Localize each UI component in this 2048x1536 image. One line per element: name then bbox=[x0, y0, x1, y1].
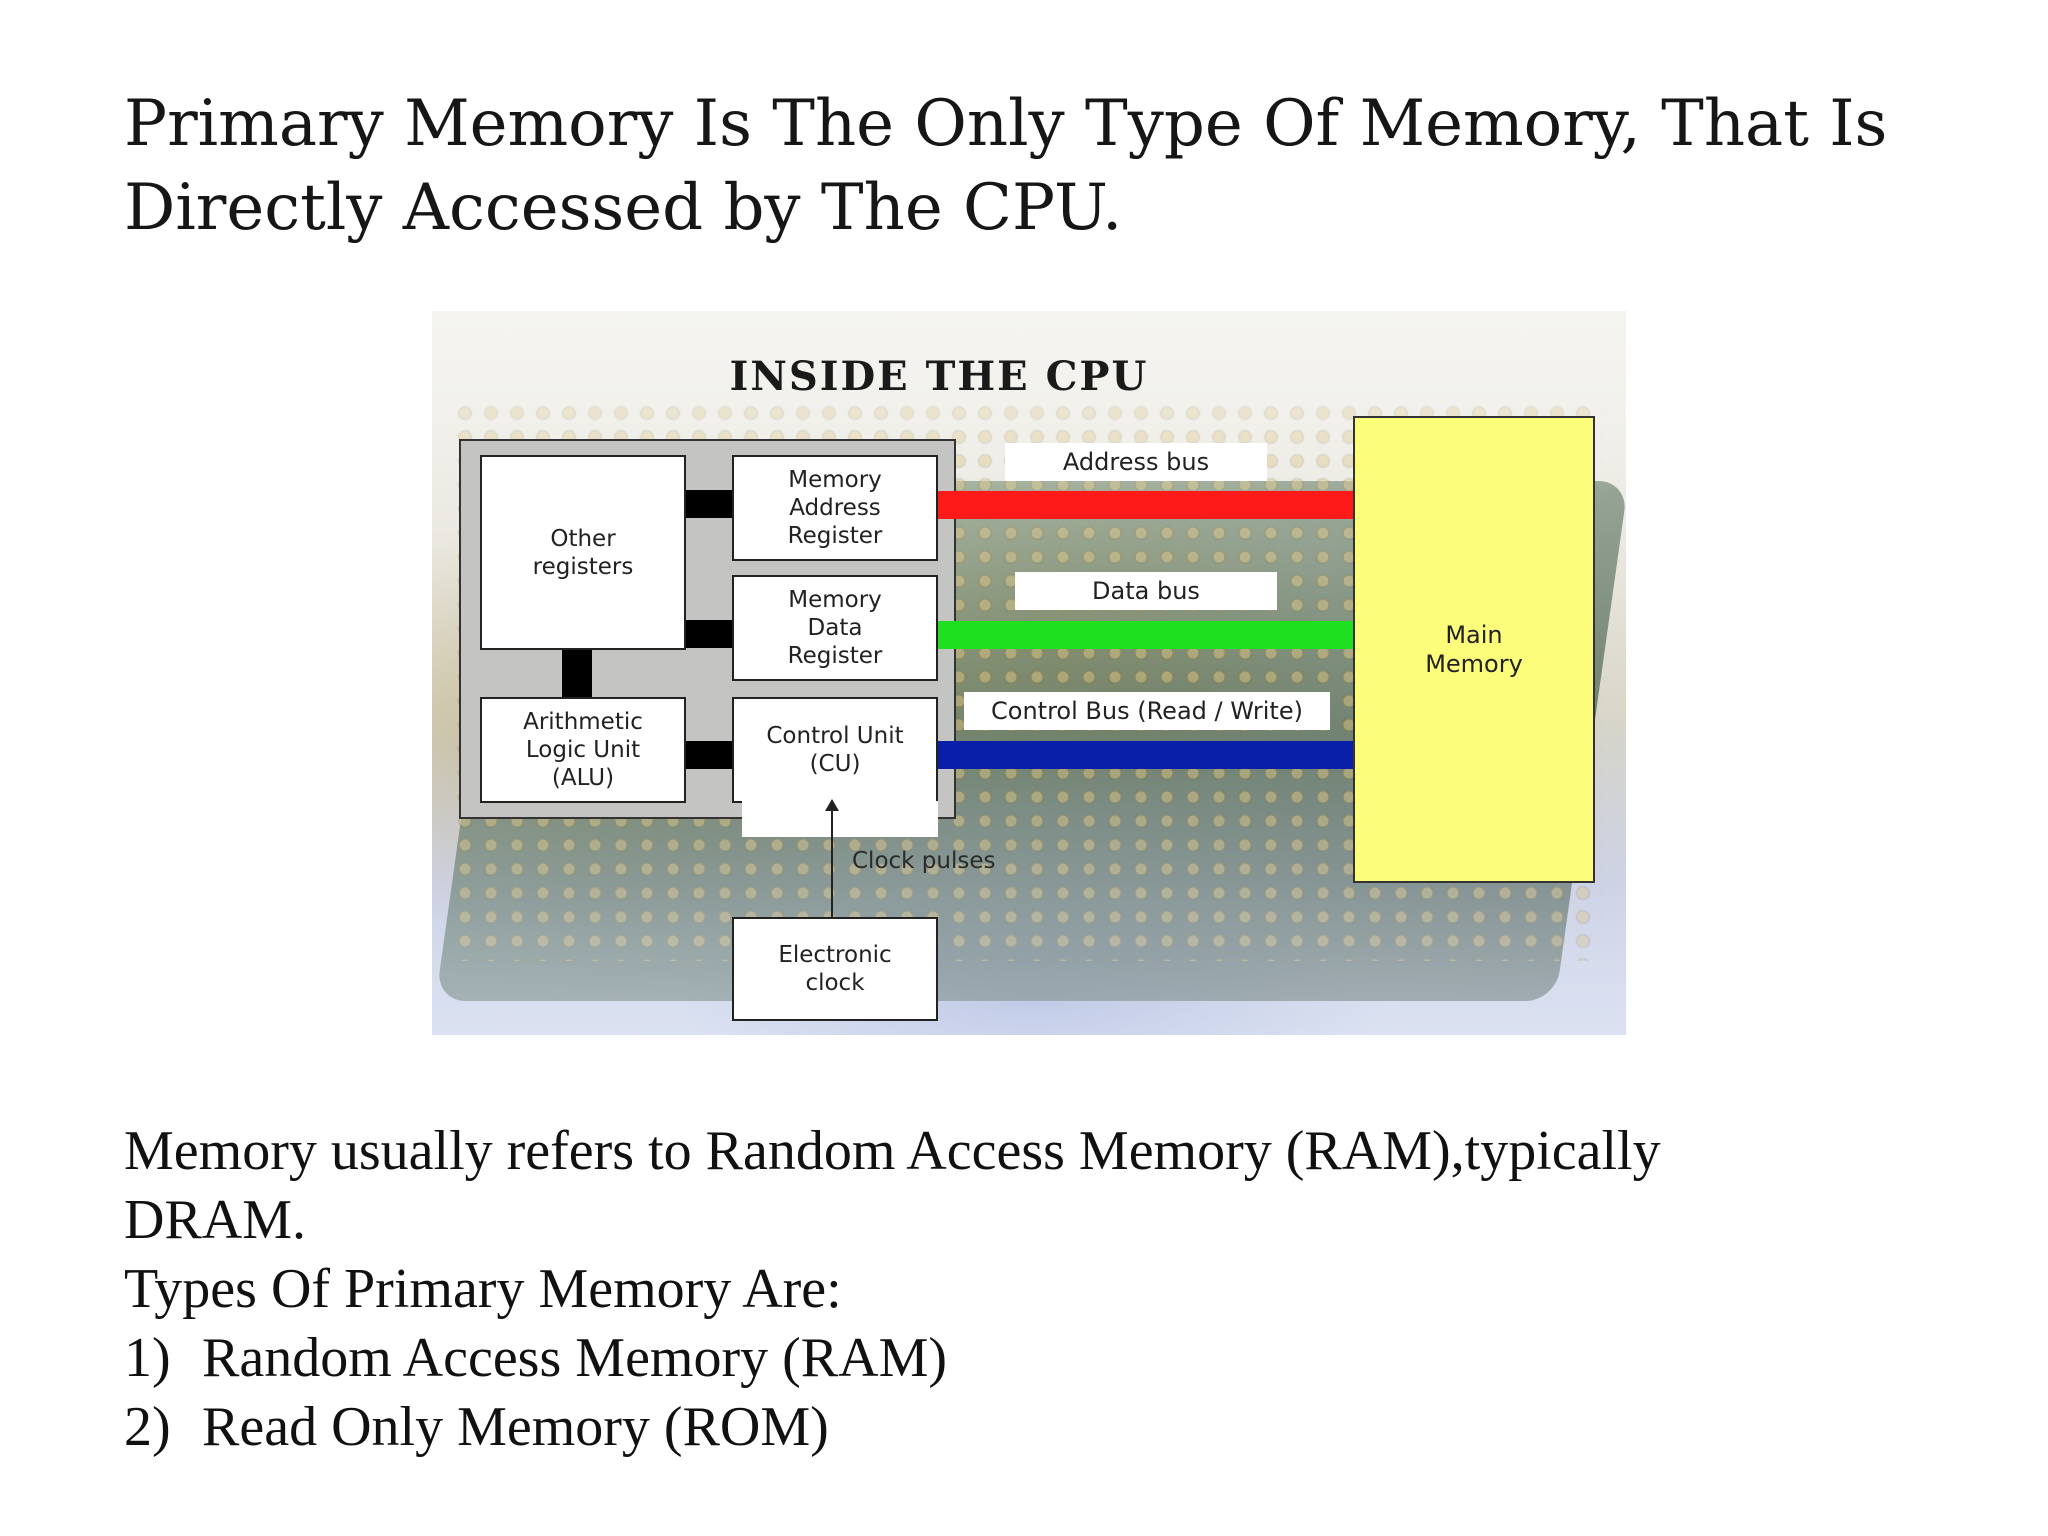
data-bus-line bbox=[938, 621, 1353, 649]
control-bus-label: Control Bus (Read / Write) bbox=[964, 692, 1330, 730]
memory-address-register-box: Memory Address Register bbox=[732, 455, 938, 561]
body-line-2: DRAM. bbox=[124, 1189, 307, 1251]
other-registers-box: Other registers bbox=[480, 455, 686, 650]
electronic-clock-box: Electronic clock bbox=[732, 917, 938, 1021]
clock-pulse-arrow-icon bbox=[825, 799, 839, 811]
main-memory-box: Main Memory bbox=[1353, 416, 1595, 883]
connector-other-to-alu bbox=[562, 649, 592, 701]
connector-other-to-mdr bbox=[686, 620, 732, 648]
clock-pulse-line bbox=[831, 807, 833, 921]
body-line-1: Memory usually refers to Random Access M… bbox=[124, 1120, 1661, 1182]
cu-extension bbox=[742, 801, 938, 837]
diagram-title: INSIDE THE CPU bbox=[729, 353, 1149, 400]
slide-title: Primary Memory Is The Only Type Of Memor… bbox=[124, 87, 1888, 245]
data-bus-label: Data bus bbox=[1015, 572, 1277, 610]
control-bus-line bbox=[938, 741, 1353, 769]
address-bus-label: Address bus bbox=[1005, 443, 1267, 481]
address-bus-line bbox=[938, 491, 1353, 519]
connector-other-to-mar bbox=[686, 490, 732, 518]
inside-cpu-diagram: INSIDE THE CPU Other registers Memory Ad… bbox=[432, 311, 1626, 1035]
control-unit-box: Control Unit (CU) bbox=[732, 697, 938, 803]
connector-alu-to-cu bbox=[686, 741, 732, 769]
clock-pulses-label: Clock pulses bbox=[852, 848, 996, 874]
memory-data-register-box: Memory Data Register bbox=[732, 575, 938, 681]
list-item: 2)Read Only Memory (ROM) bbox=[124, 1396, 829, 1458]
list-item: 1)Random Access Memory (RAM) bbox=[124, 1327, 948, 1389]
memory-types-list: 1)Random Access Memory (RAM) 2)Read Only… bbox=[124, 1324, 1984, 1462]
types-heading: Types Of Primary Memory Are: bbox=[124, 1258, 842, 1320]
slide-body: Memory usually refers to Random Access M… bbox=[124, 1117, 1984, 1462]
alu-box: Arithmetic Logic Unit (ALU) bbox=[480, 697, 686, 803]
